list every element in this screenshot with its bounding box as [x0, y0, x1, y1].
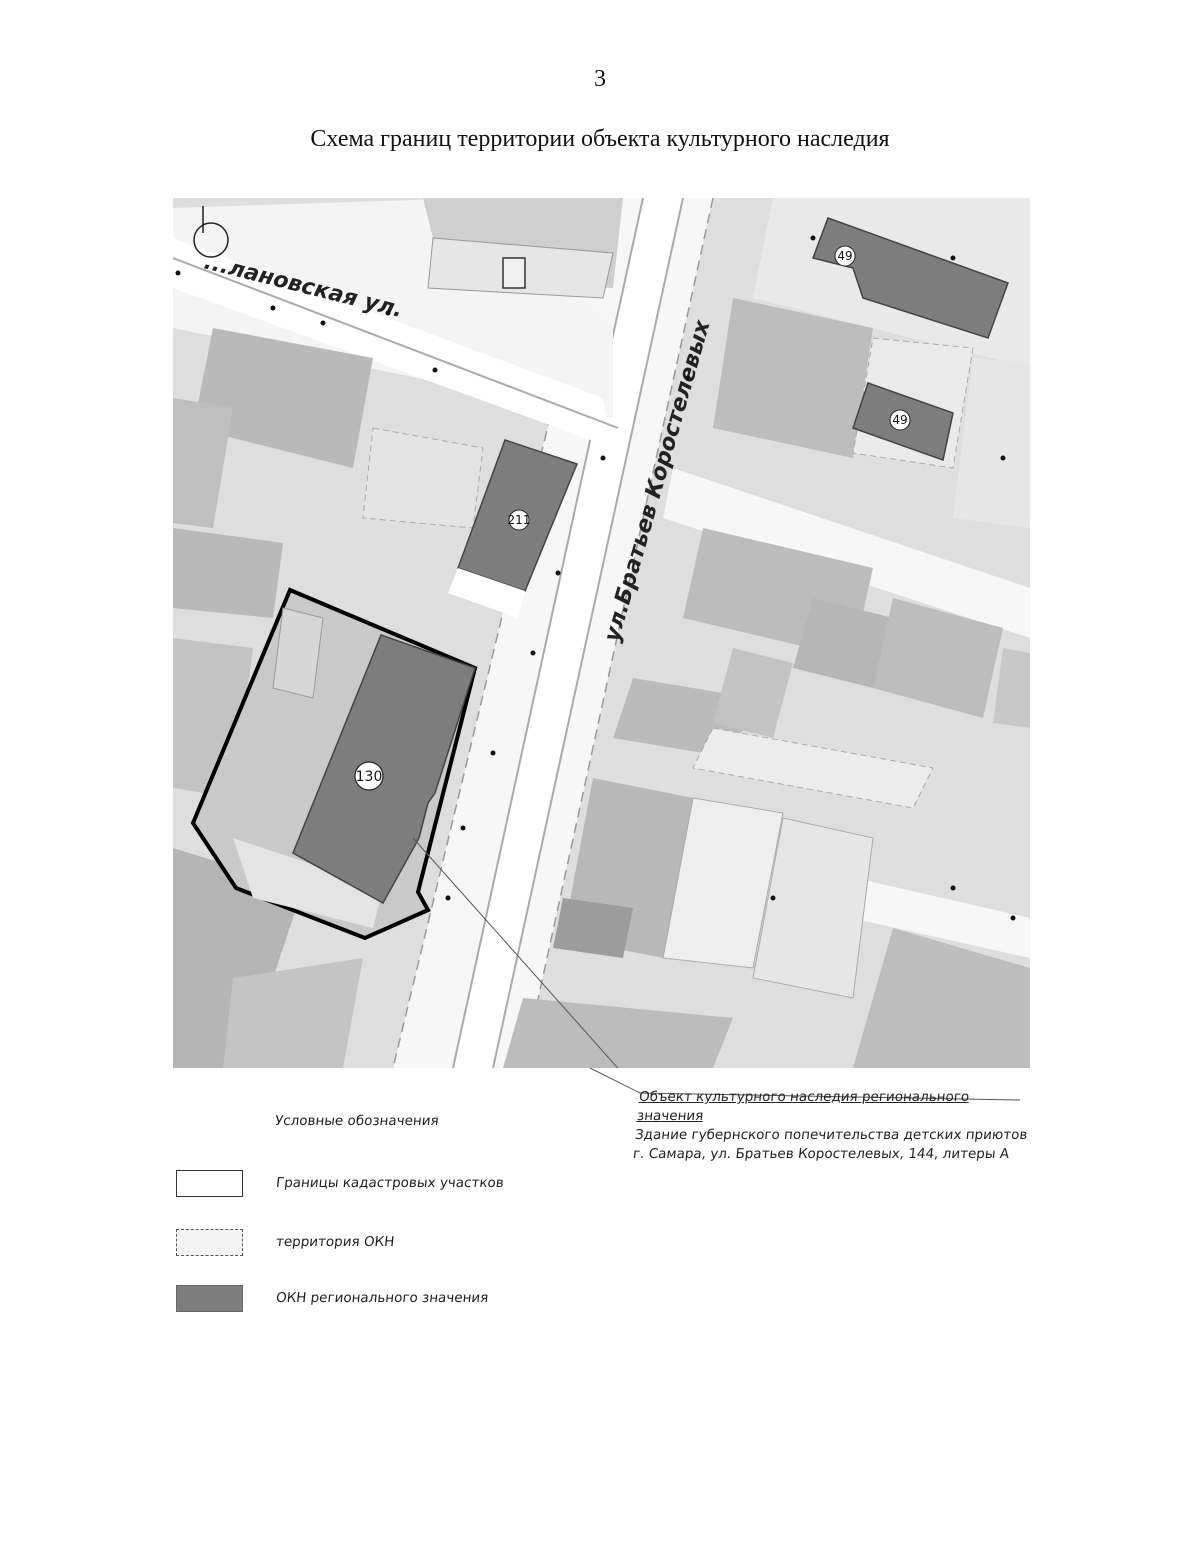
compass-icon	[193, 222, 229, 258]
object-caption-line2: Здание губернского попечительства детски…	[634, 1127, 1029, 1143]
building-130-label: 130	[356, 769, 383, 785]
okn-building-49-top	[812, 217, 1009, 339]
object-caption-line1: Объект культурного наследия региональног…	[636, 1089, 970, 1124]
object-caption: Объект культурного наследия региональног…	[632, 1088, 1040, 1164]
cadastral-map: 130 211 49 49 ...лановская ул. ул.Братье…	[173, 198, 1030, 1068]
block	[193, 328, 373, 468]
building-130-marker	[354, 761, 384, 791]
legend-heading: Условные обозначения	[274, 1113, 440, 1129]
building-211-label: 211	[508, 513, 531, 527]
legend-swatch-territory	[176, 1229, 243, 1256]
object-caption-line3: г. Самара, ул. Братьев Коростелевых, 144…	[632, 1146, 1010, 1162]
legend-swatch-okn	[176, 1285, 243, 1312]
legend-label-cadastral: Границы кадастровых участков	[275, 1175, 505, 1191]
legend-label-territory: территория ОКН	[275, 1234, 396, 1250]
leader-line	[412, 837, 619, 1068]
block	[713, 298, 873, 458]
okn-building-130	[292, 634, 476, 905]
legend-label-okn: ОКН регионального значения	[275, 1290, 490, 1306]
page-number: 3	[594, 66, 606, 92]
building-49-top-label: 49	[837, 249, 852, 263]
page-title: Схема границ территории объекта культурн…	[310, 126, 890, 152]
building-49-bottom-label: 49	[892, 413, 907, 427]
legend-swatch-cadastral	[176, 1170, 243, 1197]
